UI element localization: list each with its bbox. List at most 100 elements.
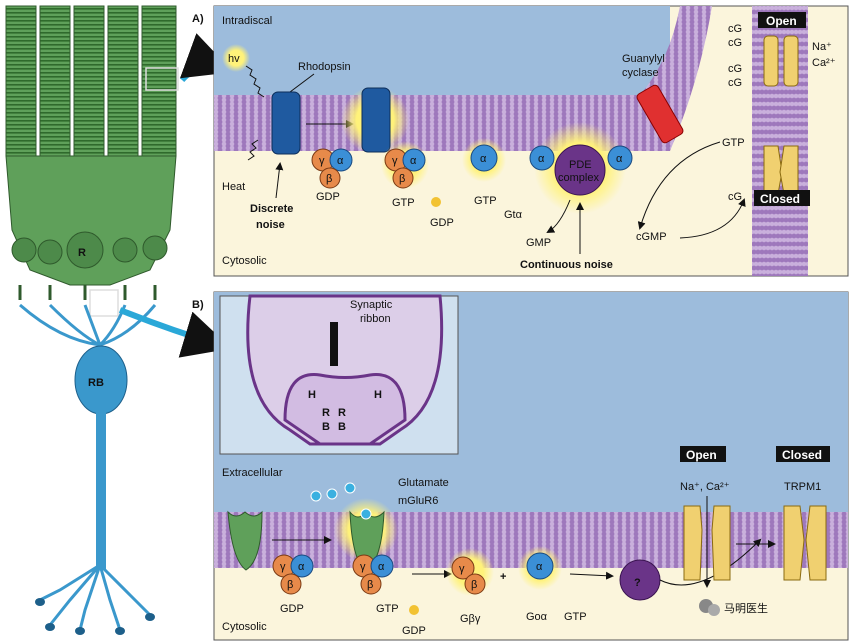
svg-text:Closed: Closed — [782, 448, 822, 462]
cg-label-5: cG — [728, 191, 742, 203]
gmp-label: GMP — [526, 237, 551, 249]
svg-text:α: α — [337, 155, 344, 167]
trpm1-label: TRPM1 — [784, 481, 821, 493]
rhodopsin-label: Rhodopsin — [298, 61, 351, 73]
na-ca-label-b: Na⁺, Ca²⁺ — [680, 481, 730, 493]
discrete-noise-1: Discrete — [250, 203, 293, 215]
h-label-2: H — [374, 389, 382, 401]
svg-text:?: ? — [634, 577, 641, 589]
cng-channel-closed — [763, 145, 799, 195]
svg-text:Closed: Closed — [760, 192, 800, 206]
na-label-a: Na⁺ — [812, 41, 832, 53]
cytosolic-label-a: Cytosolic — [222, 255, 267, 267]
zoom-arrow-b — [118, 307, 232, 358]
glutamate-label: Glutamate — [398, 477, 449, 489]
go-alpha-label: Goα — [526, 611, 548, 623]
r-label-1: R — [322, 407, 330, 419]
svg-text:γ: γ — [392, 155, 398, 167]
rod-nucleus — [66, 231, 104, 269]
gtp-label-a1: GTP — [392, 197, 415, 209]
rod-label: R — [78, 247, 86, 259]
gtp-label-a3: GTP — [722, 137, 745, 149]
b-label-2: B — [338, 421, 346, 433]
svg-text:β: β — [367, 579, 373, 591]
go-protein-gdp — [272, 554, 314, 595]
svg-text:Open: Open — [686, 448, 717, 462]
cg-label-4: cG — [728, 77, 742, 89]
bipolar-label: RB — [88, 377, 104, 389]
watermark-label: 马明医生 — [724, 601, 768, 615]
rod-cells-illustration — [5, 5, 179, 317]
open-badge-b — [680, 446, 726, 462]
svg-text:α: α — [410, 155, 417, 167]
guanylyl-label-1: Guanylyl — [622, 53, 665, 65]
go-protein-gtp — [352, 554, 394, 595]
heat-label: Heat — [222, 181, 245, 193]
svg-text:β: β — [399, 173, 405, 185]
zoom-box-outer-segment — [145, 67, 179, 91]
svg-text:α: α — [536, 561, 543, 573]
cng-channel-open — [763, 35, 799, 87]
r-label-2: R — [338, 407, 346, 419]
watermark — [699, 599, 720, 616]
rod-bipolar-illustration — [19, 303, 157, 635]
go-alpha-subunit — [526, 552, 554, 580]
gbg-label: Gβγ — [460, 613, 481, 625]
intradiscal-label: Intradiscal — [222, 15, 272, 27]
hv-label: hv — [228, 53, 240, 65]
cytosolic-label-b: Cytosolic — [222, 621, 267, 633]
svg-text:β: β — [326, 173, 332, 185]
synaptic-ribbon — [330, 322, 338, 366]
zoom-box-synapse — [89, 289, 119, 317]
svg-text:γ: γ — [360, 561, 366, 573]
trpm1-open — [683, 505, 731, 581]
closed-badge-b — [776, 446, 830, 462]
trpm1-closed — [783, 505, 827, 581]
panel-a-letter: A) — [192, 13, 204, 25]
gdp-label-b2: GDP — [402, 625, 426, 637]
photon-icon — [222, 44, 250, 72]
mglur6-label: mGluR6 — [398, 495, 438, 507]
guanylyl-cyclase — [636, 84, 684, 144]
ca-label-a: Ca²⁺ — [812, 57, 836, 69]
svg-text:Open: Open — [766, 14, 797, 28]
glutamate-molecule — [310, 490, 322, 502]
mglur6-inactive — [227, 510, 263, 571]
cg-label-3: cG — [728, 63, 742, 75]
gtp-label-b1: GTP — [376, 603, 399, 615]
plasma-membrane — [752, 6, 808, 276]
svg-text:γ: γ — [319, 155, 325, 167]
svg-text:α: α — [378, 561, 385, 573]
panel-b-letter: B) — [192, 299, 204, 311]
svg-text:β: β — [471, 579, 477, 591]
rhodopsin-inactive — [271, 91, 301, 155]
cgmp-label: cGMP — [636, 231, 667, 243]
rhodopsin-active — [361, 87, 391, 153]
b-label-1: B — [322, 421, 330, 433]
panel-a — [213, 5, 849, 277]
gt-alpha-subunit — [470, 144, 498, 172]
h-label-1: H — [308, 389, 316, 401]
transducin-gdp — [311, 148, 353, 189]
svg-text:γ: γ — [459, 563, 465, 575]
gdp-label-b1: GDP — [280, 603, 304, 615]
discrete-noise-2: noise — [256, 219, 285, 231]
pde-complex — [554, 144, 606, 196]
plus-label: + — [500, 571, 506, 583]
guanylyl-label-2: cyclase — [622, 67, 659, 79]
gtp-label-b2: GTP — [564, 611, 587, 623]
synaptic-label-1: Synaptic — [350, 299, 393, 311]
extracellular-label: Extracellular — [222, 467, 283, 479]
synaptic-label-2: ribbon — [360, 313, 391, 325]
cg-label-2: cG — [728, 37, 742, 49]
svg-text:α: α — [538, 153, 545, 165]
svg-text:γ: γ — [280, 561, 286, 573]
open-badge-a — [758, 12, 806, 28]
svg-text:α: α — [480, 153, 487, 165]
g-beta-gamma — [451, 556, 486, 595]
gt-alpha-label: Gtα — [504, 209, 523, 221]
gdp-label-a: GDP — [316, 191, 340, 203]
svg-text:PDE: PDE — [569, 159, 592, 171]
continuous-noise-label: Continuous noise — [520, 259, 613, 271]
